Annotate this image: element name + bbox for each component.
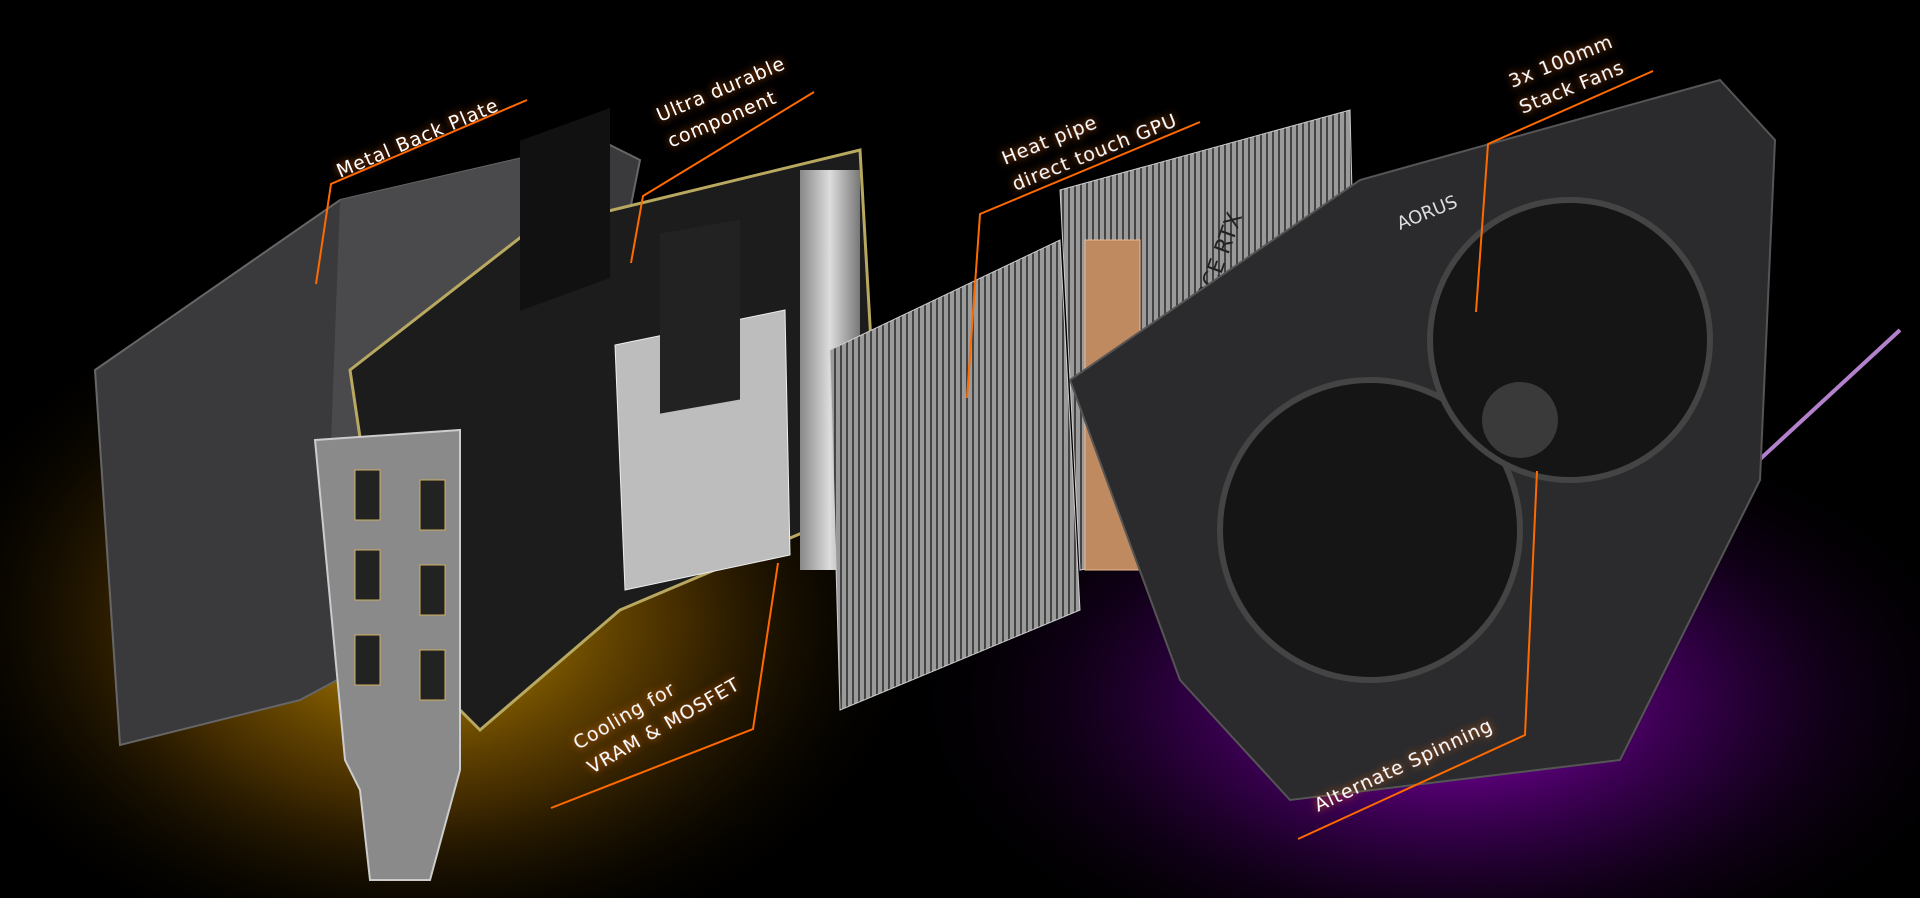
callout-line-cooling [550, 562, 779, 809]
callout-line-ultra-durable [630, 91, 815, 264]
io-bracket [313, 428, 461, 881]
callout-line-heat-pipe [966, 121, 1201, 399]
heatsink-fins [829, 239, 1081, 711]
callout-line-alternate-spinning [1297, 470, 1538, 840]
callout-line-metal-back-plate [315, 99, 528, 285]
io-ports [354, 469, 446, 701]
pcb-component [520, 107, 610, 311]
callout-line-stack-fans [1475, 70, 1654, 313]
fan-1 [1217, 377, 1523, 683]
cooling-plate-cutout [660, 219, 740, 414]
fan-hub [1482, 382, 1558, 458]
fan-2 [1427, 197, 1713, 483]
